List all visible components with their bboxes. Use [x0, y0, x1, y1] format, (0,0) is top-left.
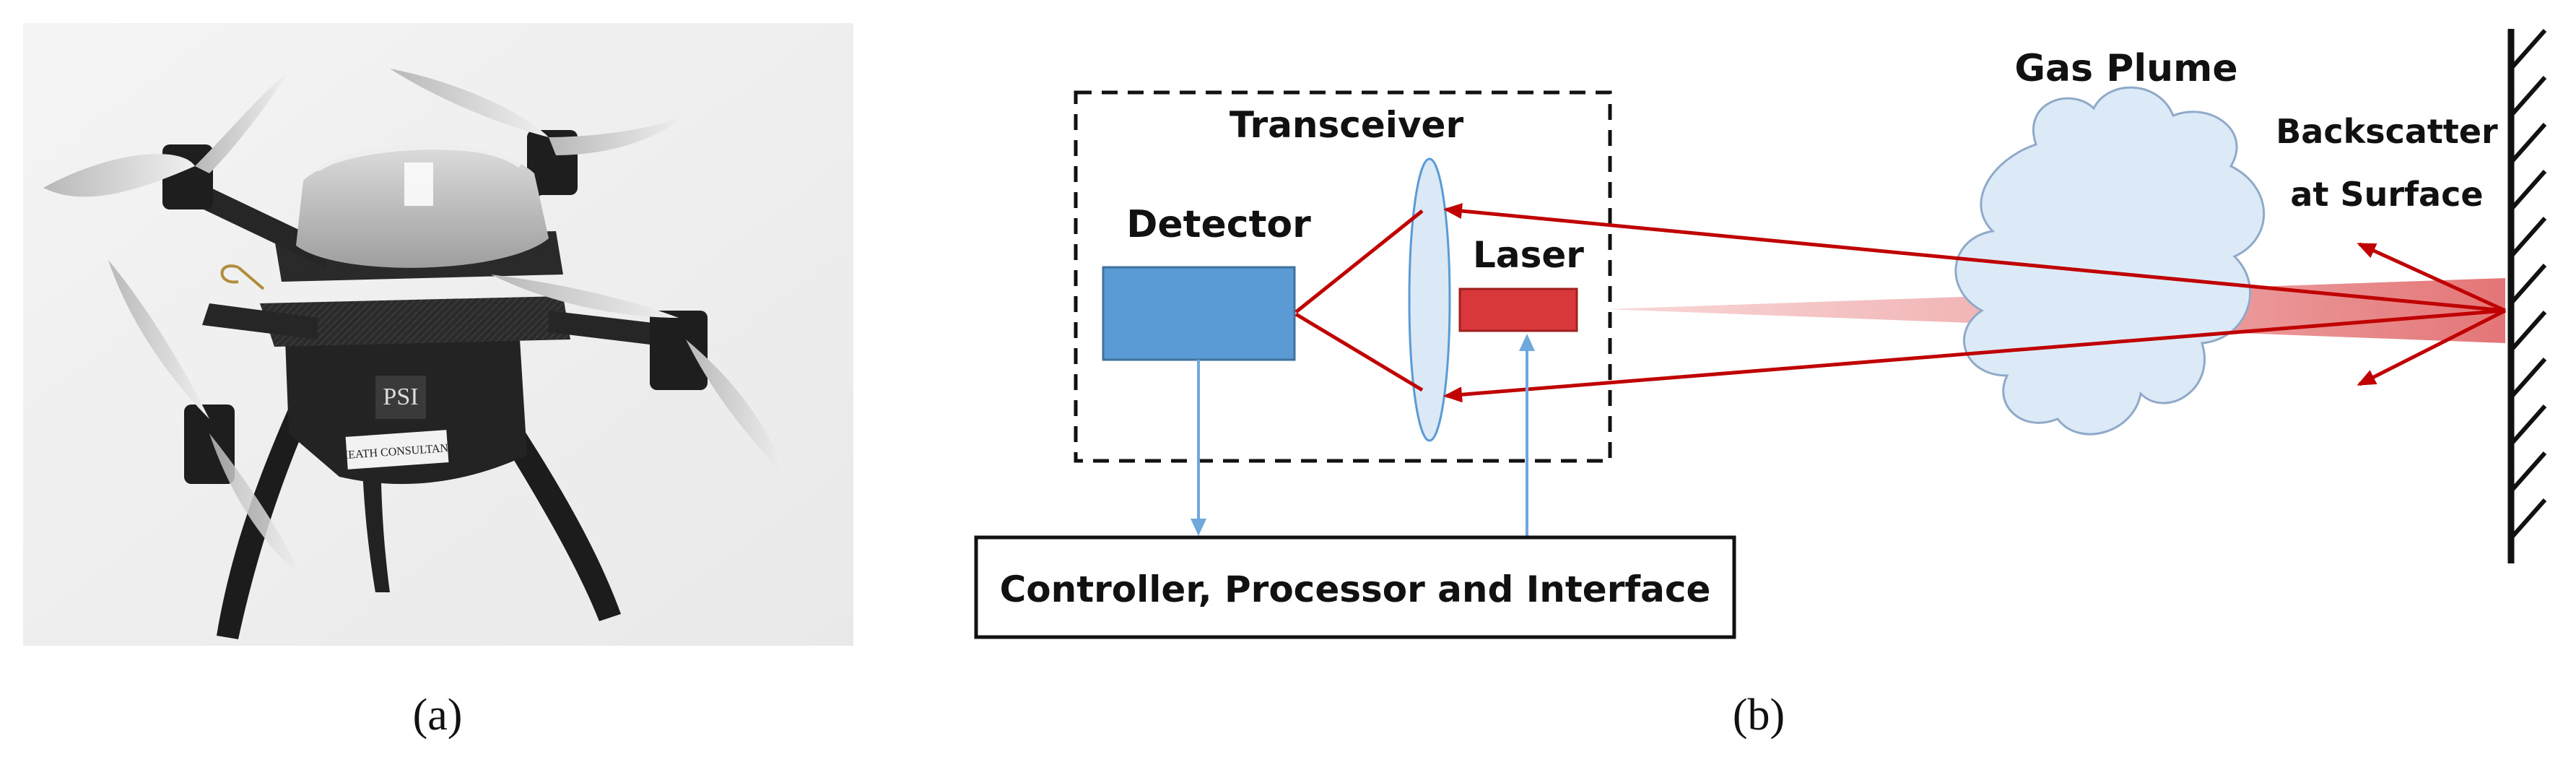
- return-ray-upper: [1443, 203, 2506, 313]
- lens: [1408, 157, 1451, 442]
- detector-label: Detector: [1126, 203, 1311, 246]
- svg-text:PSI: PSI: [383, 384, 418, 410]
- backscatter-label-line1: Backscatter: [2276, 112, 2498, 151]
- transceiver-box: [1074, 90, 1612, 463]
- diagram-b: Transceiver Detector Laser Gas Plume Bac…: [974, 29, 2547, 639]
- return-ray-lower: [1443, 308, 2506, 403]
- gas-plume-label: Gas Plume: [2014, 47, 2237, 90]
- drone-leg-front: [217, 376, 321, 639]
- backscatter-label-line2: at Surface: [2290, 175, 2483, 214]
- scatter-arrow-up: [2357, 242, 2507, 313]
- propeller-icon: [43, 154, 195, 197]
- reflecting-surface: [2507, 29, 2547, 563]
- scatter-arrow-down: [2357, 308, 2507, 386]
- motor-icon: [162, 144, 213, 209]
- detector-box: [1102, 266, 1296, 361]
- controller-label: Controller, Processor and Interface: [1000, 568, 1711, 610]
- controller-box: [974, 535, 1736, 639]
- caption-b: (b): [1733, 691, 1785, 740]
- laser-label: Laser: [1473, 234, 1584, 276]
- laser-box: [1458, 287, 1578, 332]
- caption-a: (a): [413, 691, 463, 740]
- transceiver-label: Transceiver: [1230, 104, 1464, 146]
- drone-photo: PSI HEATH CONSULTANTS: [23, 23, 853, 646]
- drone-shell: [296, 150, 549, 268]
